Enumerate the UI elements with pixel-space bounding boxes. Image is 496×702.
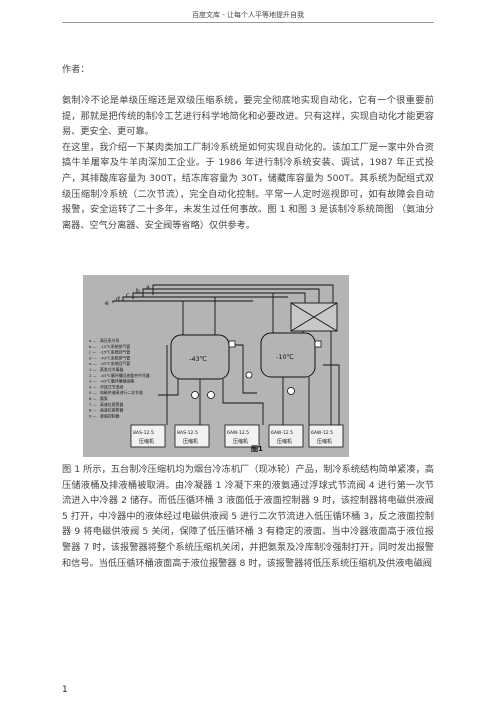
legend-value: -15℃系统回气管 — [100, 350, 130, 355]
header-divider — [62, 22, 434, 23]
legend-key: 7 — — [89, 402, 97, 407]
legend-key: 9 — — [89, 413, 97, 418]
legend-key: 6 — — [89, 396, 97, 401]
legend-value: -15℃系统排气管 — [100, 344, 130, 349]
paragraph-intro: 氨制冷不论是单级压缩还是双级压缩系统，要完全彻底地实现自动化，它有一个很重要前提… — [62, 93, 434, 233]
legend-key: 3 — — [89, 379, 97, 384]
compressor-box — [224, 424, 260, 448]
legend-key: e — — [89, 361, 97, 366]
legend-value: 液面控制器 — [100, 413, 120, 418]
legend-value: -43℃系统回气管 — [100, 361, 130, 366]
pipe-label-d: d — [116, 296, 120, 303]
pipe-lines-vertical — [158, 293, 340, 425]
compressor-box — [174, 424, 210, 448]
legend-value: 高压系冷系 — [100, 338, 120, 343]
paragraph-1: 氨制冷不论是单级压缩还是双级压缩系统，要完全彻底地实现自动化，它有一个很重要前提… — [62, 95, 434, 138]
compressor-unit: 6AW-12.5 压缩机 — [224, 424, 260, 448]
compressor-model: 6AW-12.5 — [271, 430, 293, 436]
legend-value: -43℃循环桶回液整合中冷器 — [100, 373, 150, 378]
pipe-label-c: c — [126, 292, 129, 299]
pipe-label-e: e — [105, 300, 109, 307]
compressor-unit: 6AW-12.5 压缩机 — [268, 424, 304, 448]
legend-value: 高液位报警器 — [100, 408, 123, 413]
compressor-label: 压缩机 — [139, 438, 154, 445]
compressor-box — [268, 424, 304, 448]
legend-key: a — — [89, 338, 97, 343]
legend-value: 电磁供液阀进行二次节流 — [100, 390, 143, 395]
legend-value: 高液位报警器 — [100, 402, 123, 407]
evaporative-condenser — [290, 302, 338, 332]
compressor-row: 8AS-12.5压缩机8AS-12.5压缩机6AW-12.5压缩机6AW-12.… — [130, 424, 344, 448]
compressor-label: 压缩机 — [183, 438, 198, 445]
figure-1-refrigeration-diagram: e d c b a -43℃ -10℃ — [83, 275, 349, 457]
legend-value: -43℃系统排气管 — [100, 355, 130, 360]
paragraph-3: 图 1 所示，五台制冷压缩机均为烟台冷冻机厂（现冰轮）产品，制冷系统结构简单紧凑… — [62, 464, 434, 569]
compressor-box — [308, 424, 344, 448]
vessel-left-temp: -43℃ — [189, 355, 207, 363]
pipe-lines-top — [112, 284, 334, 305]
vessel-right-temp: -10℃ — [276, 353, 294, 361]
compressor-box — [130, 424, 166, 448]
compressor-label: 压缩机 — [277, 438, 292, 445]
compressor-unit: 8AS-12.5 压缩机 — [174, 424, 210, 448]
compressor-unit: 6AW-12.5 压缩机 — [308, 424, 344, 448]
compressor-unit: 8AS-12.5 压缩机 — [130, 424, 166, 448]
legend-key: 2 — — [89, 373, 97, 378]
pipe-label-a: a — [146, 284, 150, 291]
compressor-model: 8AS-12.5 — [177, 430, 198, 436]
figure-caption: 图1 — [251, 444, 263, 453]
legend-value: 蒸发式冷凝器 — [100, 367, 123, 372]
legend-value: 浮球式节流阀 — [100, 384, 123, 389]
compressor-label: 压缩机 — [233, 438, 248, 445]
legend-value: -43℃循环桶储液桶 — [100, 379, 134, 384]
compressor-model: 6AW-12.5 — [227, 430, 249, 436]
legend-key: b — — [89, 344, 97, 349]
compressor-label: 压缩机 — [317, 438, 332, 445]
compressor-model: 6AW-12.5 — [311, 430, 333, 436]
legend-key: c — — [89, 350, 96, 355]
legend-key: 8 — — [89, 408, 97, 413]
page-header: 百度文库 - 让每个人平等地提升自我 — [192, 11, 304, 19]
legend-value: 氨泵 — [100, 396, 108, 401]
legend-key: 4 — — [89, 384, 97, 389]
page-number: 1 — [62, 685, 68, 695]
legend-key: 1 — — [89, 367, 97, 372]
valves-and-pumps — [191, 340, 322, 399]
legend-key: 5 — — [89, 390, 97, 395]
vessel-intercooler — [260, 332, 316, 378]
pipe-label-b: b — [136, 288, 140, 295]
legend-key: d — — [89, 355, 97, 360]
author-line: 作者： — [62, 64, 90, 75]
compressor-model: 8AS-12.5 — [133, 430, 154, 436]
paragraph-2: 在这里，我介绍一下某肉类加工厂制冷系统是如何实现自动化的。该加工厂是一家中外合资… — [62, 141, 434, 231]
paragraph-body: 图 1 所示，五台制冷压缩机均为烟台冷冻机厂（现冰轮）产品，制冷系统结构简单紧凑… — [62, 462, 434, 571]
